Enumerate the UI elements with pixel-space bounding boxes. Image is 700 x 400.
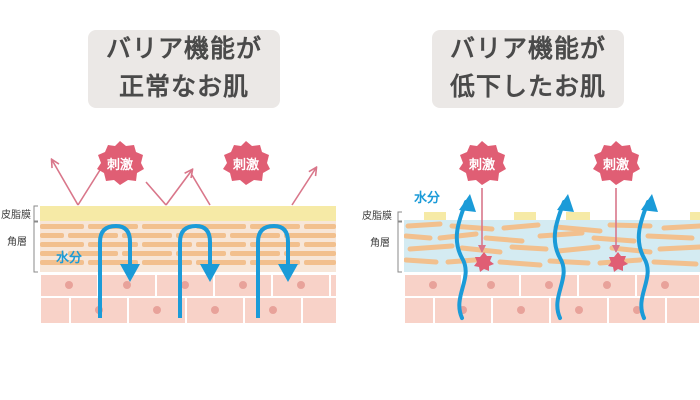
right-impact-burst-2 xyxy=(608,252,628,272)
right-title-line1: バリア機能が xyxy=(449,34,606,63)
right-stratum-label: 角層 xyxy=(370,237,390,249)
left-water-label: 水分 xyxy=(56,250,82,266)
left-stimulus-label-2: 刺激 xyxy=(233,157,260,173)
right-sebum-label: 皮脂膜 xyxy=(362,209,392,222)
right-sebum-patches xyxy=(424,212,700,220)
right-stimulus-label-1: 刺激 xyxy=(469,157,496,173)
right-skin-cells xyxy=(404,273,700,324)
right-title: バリア機能が 低下したお肌 xyxy=(432,30,624,108)
right-title-line2: 低下したお肌 xyxy=(449,72,606,101)
right-water-arrows xyxy=(454,200,650,320)
right-impact-burst-1 xyxy=(474,252,494,272)
right-skin-section xyxy=(404,212,700,324)
left-skin-cells xyxy=(40,273,336,324)
right-stimulus-arrows xyxy=(478,188,620,253)
right-water-label: 水分 xyxy=(414,190,440,206)
right-water-arrowheads xyxy=(459,194,658,212)
right-stimulus-badge-2 xyxy=(593,141,640,185)
left-layer-bracket xyxy=(33,205,38,273)
left-stimulus-arrows xyxy=(52,160,316,206)
left-title-line2: 正常なお肌 xyxy=(118,72,249,101)
left-water-arrowheads xyxy=(120,264,298,282)
left-sebum-film xyxy=(40,206,336,221)
right-layer-bracket xyxy=(397,211,402,273)
left-water-arrows xyxy=(98,223,290,318)
right-impact-bursts xyxy=(474,252,628,272)
left-stimulus-label-1: 刺激 xyxy=(107,157,134,173)
left-title-line1: バリア機能が xyxy=(105,34,262,63)
right-stimulus-label-2: 刺激 xyxy=(603,157,630,173)
left-title: バリア機能が 正常なお肌 xyxy=(88,30,280,108)
left-stimulus-badges xyxy=(97,141,270,185)
left-stimulus-badge-2 xyxy=(223,141,270,185)
left-stimulus-badge-1 xyxy=(97,141,144,185)
left-sebum-label: 皮脂膜 xyxy=(1,208,31,221)
left-cell-nuclei xyxy=(65,281,305,314)
left-stratum-label: 角層 xyxy=(7,236,27,248)
right-stimulus-badges xyxy=(459,141,640,185)
right-stimulus-badge-1 xyxy=(459,141,506,185)
